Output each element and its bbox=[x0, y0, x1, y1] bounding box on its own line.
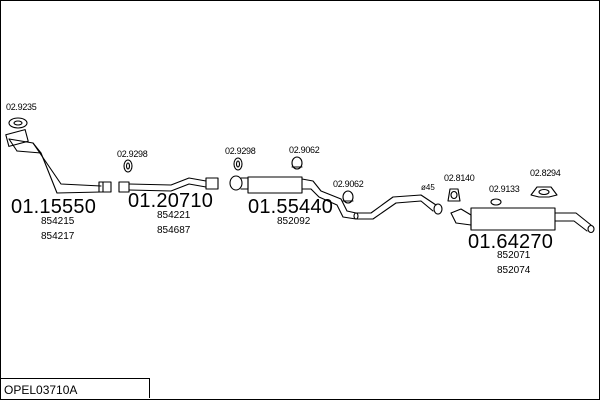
reference-box: OPEL03710A bbox=[1, 378, 150, 398]
fitting-label: 02.8294 bbox=[530, 168, 561, 178]
hanger-part bbox=[530, 186, 558, 198]
fitting-label: 02.9133 bbox=[489, 184, 520, 194]
reference-code: OPEL03710A bbox=[4, 383, 78, 397]
clamp-part bbox=[342, 190, 354, 204]
fitting-label: 02.8140 bbox=[444, 173, 475, 183]
part-ref: 852092 bbox=[277, 216, 311, 227]
part-number: 01.15550 bbox=[11, 196, 97, 218]
fitting-label: 02.9298 bbox=[117, 149, 148, 159]
rear-silencer-part bbox=[450, 207, 595, 234]
intermediate-pipe-part bbox=[118, 177, 219, 193]
part-ref: 854217 bbox=[41, 231, 75, 242]
clamp-part bbox=[123, 159, 133, 173]
diameter-label: ø45 bbox=[421, 183, 435, 192]
part-number: 01.64270 bbox=[468, 231, 554, 253]
front-pipe-part bbox=[5, 129, 112, 194]
part-number: 01.55440 bbox=[248, 196, 334, 218]
part-ref: 854221 bbox=[157, 210, 191, 221]
rear-pipe-part bbox=[355, 194, 443, 220]
part-ref: 852071 bbox=[497, 250, 531, 261]
hanger-part bbox=[447, 188, 461, 202]
fitting-label: 02.9062 bbox=[333, 179, 364, 189]
part-ref: 854215 bbox=[41, 216, 75, 227]
hanger-part bbox=[490, 198, 502, 206]
fitting-label: 02.9298 bbox=[225, 146, 256, 156]
clamp-part bbox=[233, 157, 243, 171]
part-number: 01.20710 bbox=[128, 190, 214, 212]
fitting-label: 02.9062 bbox=[289, 145, 320, 155]
clamp-part bbox=[291, 156, 303, 170]
gasket-part bbox=[8, 117, 28, 129]
part-ref: 852074 bbox=[497, 265, 531, 276]
part-ref: 854687 bbox=[157, 225, 191, 236]
fitting-label: 02.9235 bbox=[6, 102, 37, 112]
